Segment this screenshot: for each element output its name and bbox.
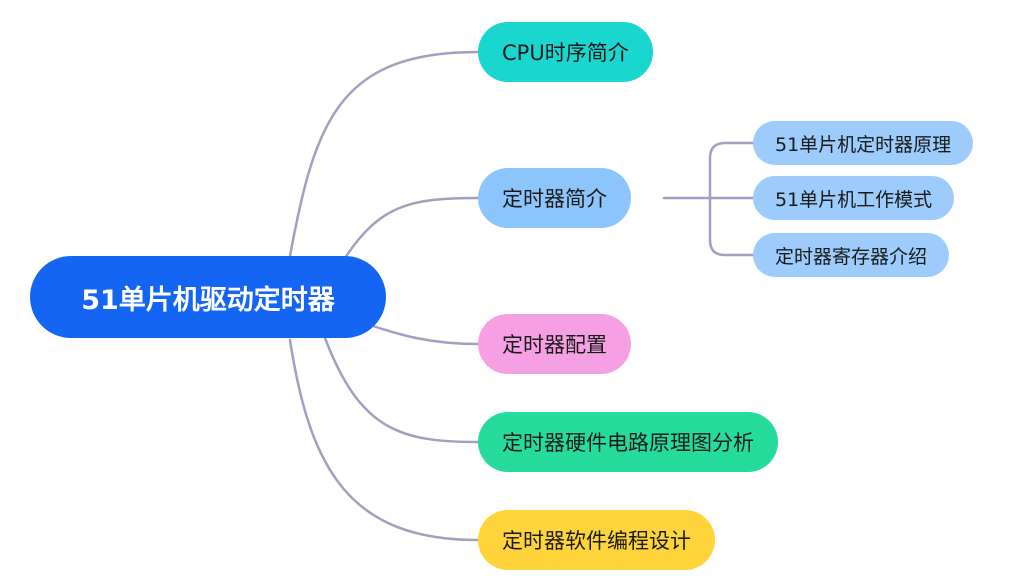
topic-timer-config[interactable]: 定时器配置: [478, 314, 631, 374]
subtopic-timer-registers[interactable]: 定时器寄存器介绍: [753, 233, 950, 277]
connector-child-principle: [708, 141, 755, 200]
connector-timer-config: [368, 323, 480, 346]
connector-timer-intro: [343, 196, 480, 260]
root-topic-node[interactable]: 51单片机驱动定时器: [30, 256, 386, 338]
subtopic-work-mode[interactable]: 51单片机工作模式: [753, 176, 955, 220]
connector-hardware: [323, 336, 480, 444]
connector-cpu: [288, 50, 480, 258]
connector-child-register: [708, 196, 755, 257]
topic-timer-intro[interactable]: 定时器简介: [478, 168, 631, 228]
connector-software: [288, 338, 480, 542]
topic-software-design[interactable]: 定时器软件编程设计: [478, 510, 715, 570]
subtopic-timer-principle[interactable]: 51单片机定时器原理: [753, 121, 974, 165]
topic-cpu-timing[interactable]: CPU时序简介: [478, 22, 653, 82]
topic-hardware-schematic[interactable]: 定时器硬件电路原理图分析: [478, 412, 778, 472]
